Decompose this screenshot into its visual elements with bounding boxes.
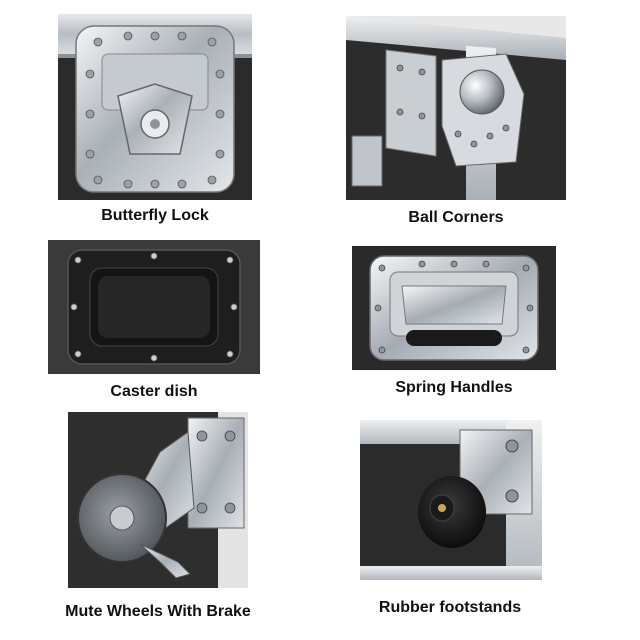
- product-label: Spring Handles: [395, 379, 513, 396]
- ball-corners-photo: [346, 16, 566, 200]
- ball-corner-icon: [346, 16, 566, 200]
- rubber-footstands-photo: [360, 420, 542, 580]
- rubber-foot-icon: [360, 420, 542, 580]
- product-label: Mute Wheels With Brake: [65, 603, 251, 620]
- product-label: Caster dish: [110, 383, 198, 400]
- product-label: Butterfly Lock: [101, 207, 209, 224]
- caster-dish-icon: [48, 240, 260, 374]
- caster-wheel-icon: [68, 412, 248, 588]
- product-label: Rubber footstands: [378, 599, 522, 616]
- butterfly-lock-icon: [58, 14, 252, 200]
- spring-handles-photo: [352, 246, 556, 370]
- spring-handle-icon: [352, 246, 556, 370]
- butterfly-lock-photo: [58, 14, 252, 200]
- product-label: Ball Corners: [408, 209, 504, 226]
- mute-wheels-photo: [68, 412, 248, 588]
- caster-dish-photo: [48, 240, 260, 374]
